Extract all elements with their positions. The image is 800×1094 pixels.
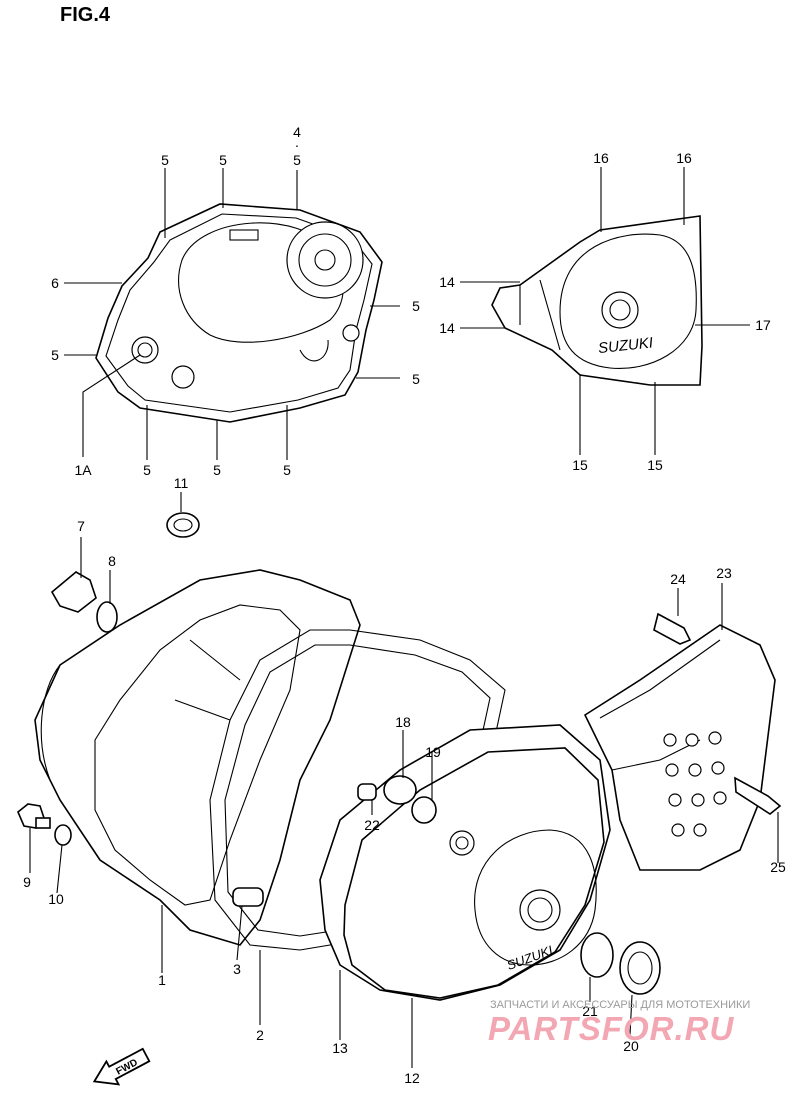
callout-1a: 1A [74, 462, 92, 478]
callout-25: 25 [770, 859, 786, 875]
callout-23: 23 [716, 565, 732, 581]
clutch-cover-assembly [319, 724, 611, 1001]
callout-5: 5 [51, 347, 59, 363]
callout-19: 19 [425, 744, 441, 760]
callout-4: 4 [293, 124, 301, 140]
callout-5: 5 [219, 152, 227, 168]
callout-3: 3 [233, 961, 241, 977]
callout-14: 14 [439, 274, 455, 290]
callout-16: 16 [676, 150, 692, 166]
callout-8: 8 [108, 553, 116, 569]
callout-14: 14 [439, 320, 455, 336]
callout-17: 17 [755, 317, 771, 333]
callout-16: 16 [593, 150, 609, 166]
callout-5: 5 [161, 152, 169, 168]
callout-1: 1 [158, 972, 166, 988]
magneto-cover [491, 215, 703, 386]
callout-5: 5 [143, 462, 151, 478]
watermark-logo: PARTSFOR.RU [488, 1010, 735, 1047]
callout-7: 7 [77, 518, 85, 534]
callout-11: 11 [173, 475, 189, 491]
leader-lines [29, 167, 779, 1068]
callout-13: 13 [332, 1040, 348, 1056]
callout-15: 15 [647, 457, 663, 473]
callout-10: 10 [48, 891, 64, 907]
crankcase [34, 569, 361, 946]
callout-dot: · [294, 137, 300, 153]
callout-15: 15 [572, 457, 588, 473]
callout-5: 5 [293, 152, 301, 168]
callout-12: 12 [404, 1070, 420, 1086]
callout-6: 6 [51, 275, 59, 291]
callout-24: 24 [670, 571, 686, 587]
callout-18: 18 [395, 714, 411, 730]
figure-title: FIG.4 [60, 4, 111, 26]
callout-5: 5 [412, 298, 420, 314]
callout-5: 5 [213, 462, 221, 478]
watermark-caption: ЗАПЧАСТИ И АКСЕССУАРЫ ДЛЯ МОТОТЕХНИКИ [490, 999, 751, 1011]
callout-22: 22 [364, 817, 380, 833]
sprocket-cover [583, 624, 776, 871]
fwd-arrow-icon: FWD [92, 1047, 151, 1086]
clutch-cover-top [95, 203, 383, 423]
callout-5: 5 [283, 462, 291, 478]
gasket [209, 629, 506, 951]
callout-2: 2 [256, 1027, 264, 1043]
callout-20: 20 [623, 1038, 639, 1054]
small-parts [17, 512, 782, 995]
callout-9: 9 [23, 874, 31, 890]
cover-logo: SUZUKI [597, 334, 653, 357]
callout-5: 5 [412, 371, 420, 387]
fwd-label: FWD [114, 1057, 139, 1077]
callout-21: 21 [582, 1003, 598, 1019]
